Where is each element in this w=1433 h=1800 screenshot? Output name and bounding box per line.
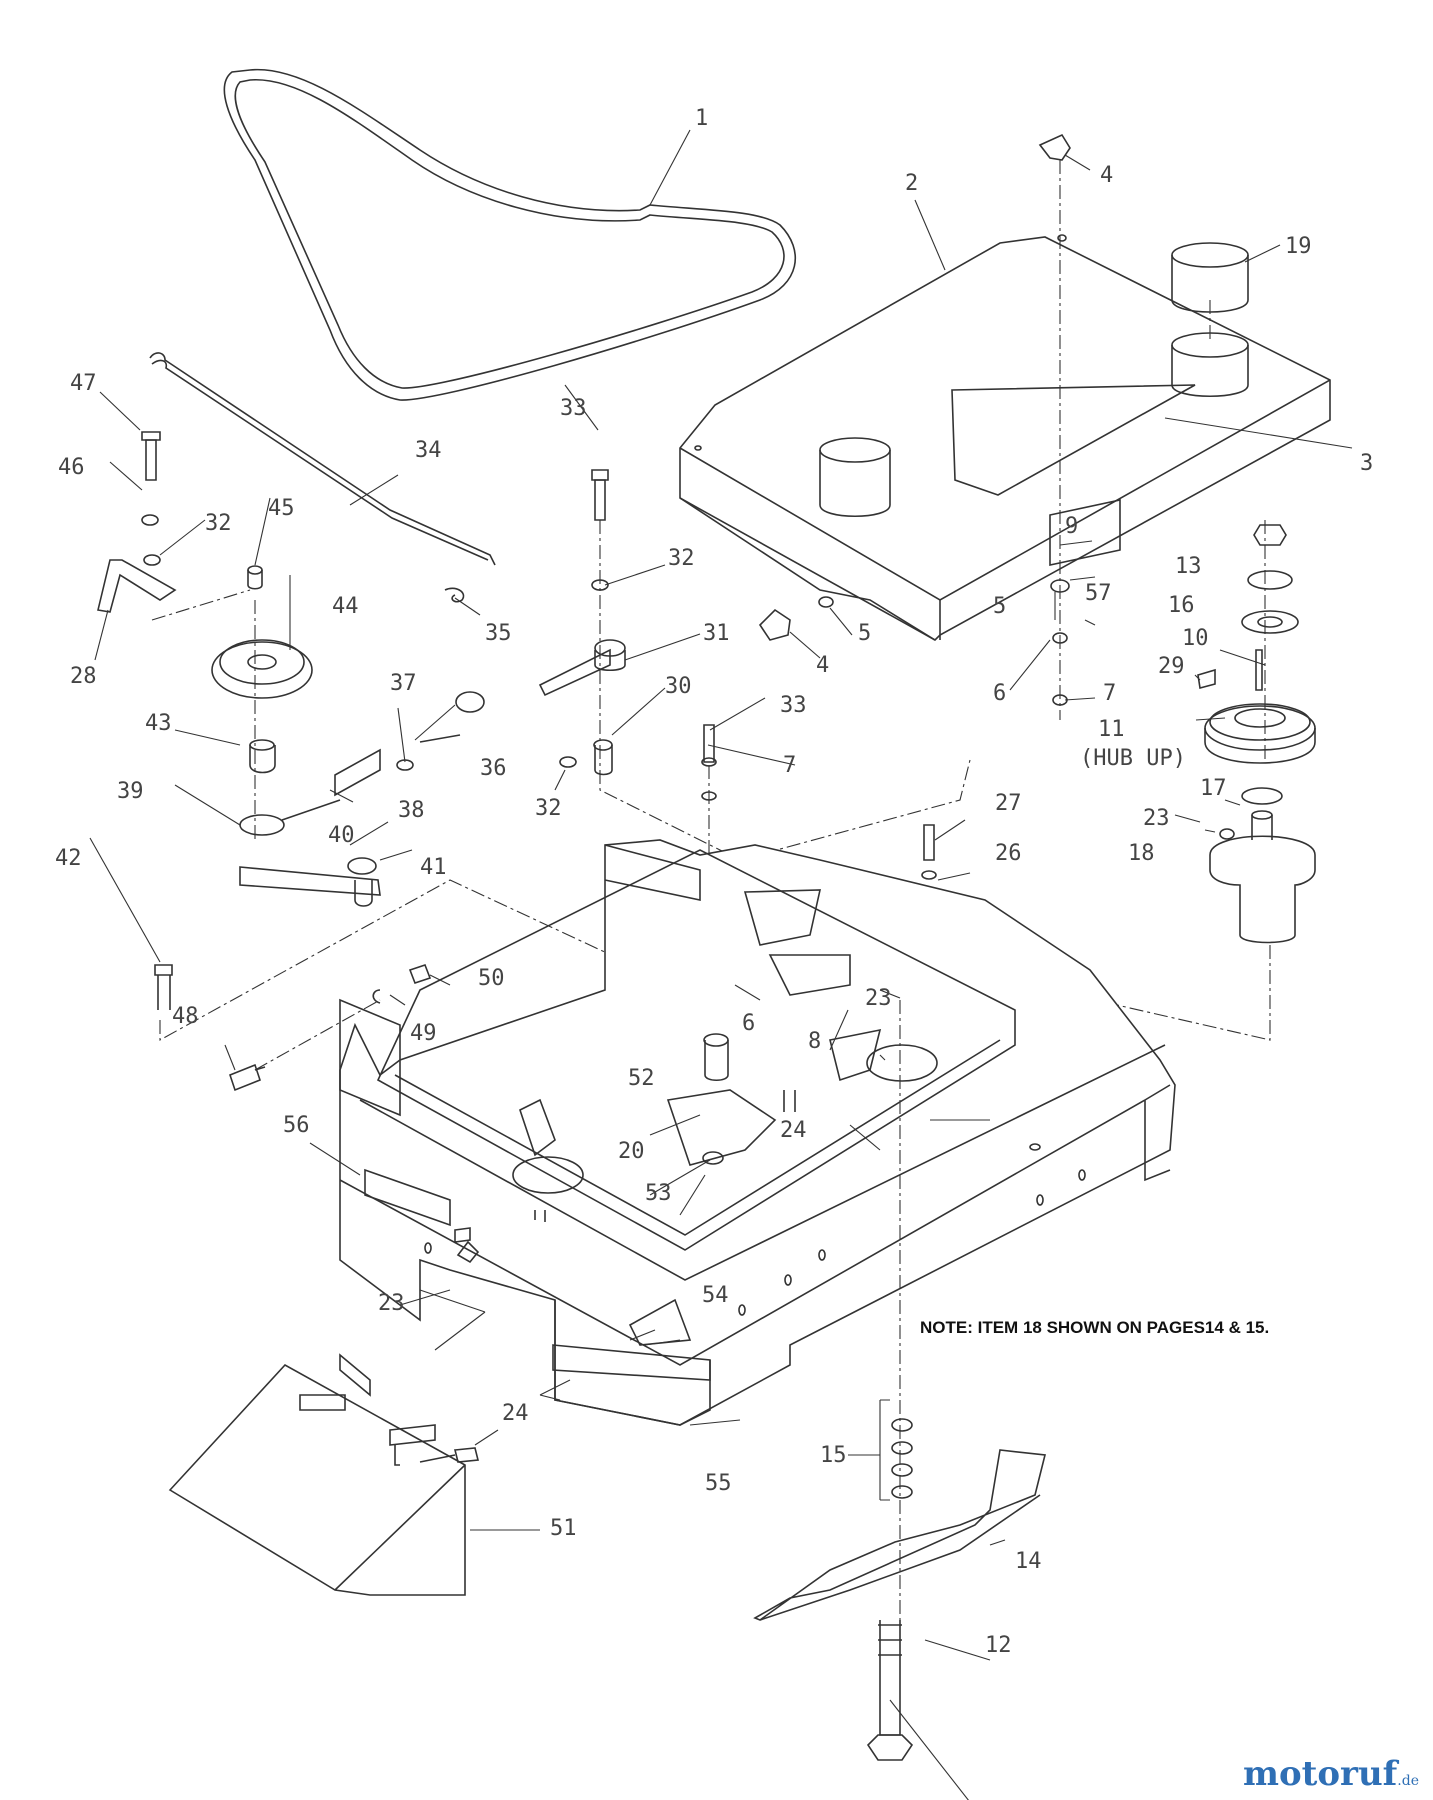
callout-8: 8 (808, 1029, 821, 1054)
callout-10: 10 (1182, 626, 1209, 651)
callout-15: 15 (820, 1443, 847, 1468)
callout-23c: 23 (378, 1291, 405, 1316)
callout-35: 35 (485, 621, 512, 646)
callout-32c: 32 (535, 796, 562, 821)
belt-part (223, 68, 796, 401)
callout-47: 47 (70, 371, 97, 396)
logo-tld: .de (1397, 1773, 1419, 1789)
callout-29: 29 (1158, 654, 1185, 679)
spindle-assembly-part (1094, 520, 1316, 1041)
callout-41: 41 (420, 855, 447, 880)
logo-name: motoruf (1243, 1754, 1398, 1794)
callout-45: 45 (268, 496, 295, 521)
callout-12: 12 (985, 1633, 1012, 1658)
side-hardware-part (229, 963, 432, 1092)
callout-20: 20 (618, 1139, 645, 1164)
callout-53: 53 (645, 1181, 672, 1206)
callout-1: 1 (695, 106, 708, 131)
callout-3: 3 (1360, 451, 1373, 476)
discharge-chute-part (168, 1353, 480, 1596)
diagram-note: NOTE: ITEM 18 SHOWN ON PAGES14 & 15. (920, 1318, 1270, 1337)
callout-55: 55 (705, 1471, 732, 1496)
mower-deck-part (339, 839, 1176, 1426)
callout-42: 42 (55, 846, 82, 871)
callout-23b: 23 (865, 986, 892, 1011)
callout-7b: 7 (783, 753, 796, 778)
callout-13: 13 (1175, 554, 1202, 579)
callout-48: 48 (172, 1004, 199, 1029)
callout-33b: 33 (780, 693, 807, 718)
callout-2: 2 (905, 171, 918, 196)
callout-hub-up: (HUB UP) (1080, 746, 1186, 771)
callout-32a: 32 (205, 511, 232, 536)
callout-9: 9 (1065, 514, 1078, 539)
callout-18: 18 (1128, 841, 1155, 866)
callout-6a: 6 (993, 681, 1006, 706)
callout-16: 16 (1168, 593, 1195, 618)
idler-linkage-part (97, 352, 741, 1041)
callout-11: 11 (1098, 717, 1125, 742)
callout-52: 52 (628, 1066, 655, 1091)
callout-14: 14 (1015, 1549, 1042, 1574)
callout-33a: 33 (560, 396, 587, 421)
callout-7a: 7 (1103, 681, 1116, 706)
callout-labels: 1 2 3 4 4 5 5 6 6 7 7 8 9 10 11 (HUB UP)… (55, 106, 1373, 1658)
callout-4a: 4 (1100, 163, 1113, 188)
knob-part (758, 133, 1071, 720)
callout-46: 46 (58, 455, 85, 480)
callout-26: 26 (995, 841, 1022, 866)
callout-27: 27 (995, 791, 1022, 816)
callout-51: 51 (550, 1516, 577, 1541)
callout-30: 30 (665, 674, 692, 699)
label-leaders (89, 129, 1353, 1800)
belt-cover-part (679, 234, 1331, 642)
callout-24b: 24 (502, 1401, 529, 1426)
callout-40: 40 (328, 823, 355, 848)
callout-17: 17 (1200, 776, 1227, 801)
callout-24a: 24 (780, 1118, 807, 1143)
callout-49: 49 (410, 1021, 437, 1046)
knob-cap-part (1171, 242, 1249, 397)
callout-6b: 6 (742, 1011, 755, 1036)
callout-36: 36 (480, 756, 507, 781)
callout-32b: 32 (668, 546, 695, 571)
blade-assembly-part (753, 1000, 1046, 1761)
washer-stack-part (818, 579, 1070, 706)
callout-19: 19 (1285, 234, 1312, 259)
callout-34: 34 (415, 438, 442, 463)
callout-28: 28 (70, 664, 97, 689)
callout-31: 31 (703, 621, 730, 646)
callout-23a: 23 (1143, 806, 1170, 831)
callout-5a: 5 (858, 621, 871, 646)
callout-43: 43 (145, 711, 172, 736)
callout-37: 37 (390, 671, 417, 696)
callout-4b: 4 (816, 653, 829, 678)
callout-39: 39 (117, 779, 144, 804)
callout-38: 38 (398, 798, 425, 823)
motoruf-logo[interactable]: motoruf.de (1243, 1754, 1419, 1794)
callout-54: 54 (702, 1283, 729, 1308)
callout-50: 50 (478, 966, 505, 991)
callout-44: 44 (332, 594, 359, 619)
callout-57: 57 (1085, 581, 1112, 606)
callout-56: 56 (283, 1113, 310, 1138)
callout-5b: 5 (993, 594, 1006, 619)
